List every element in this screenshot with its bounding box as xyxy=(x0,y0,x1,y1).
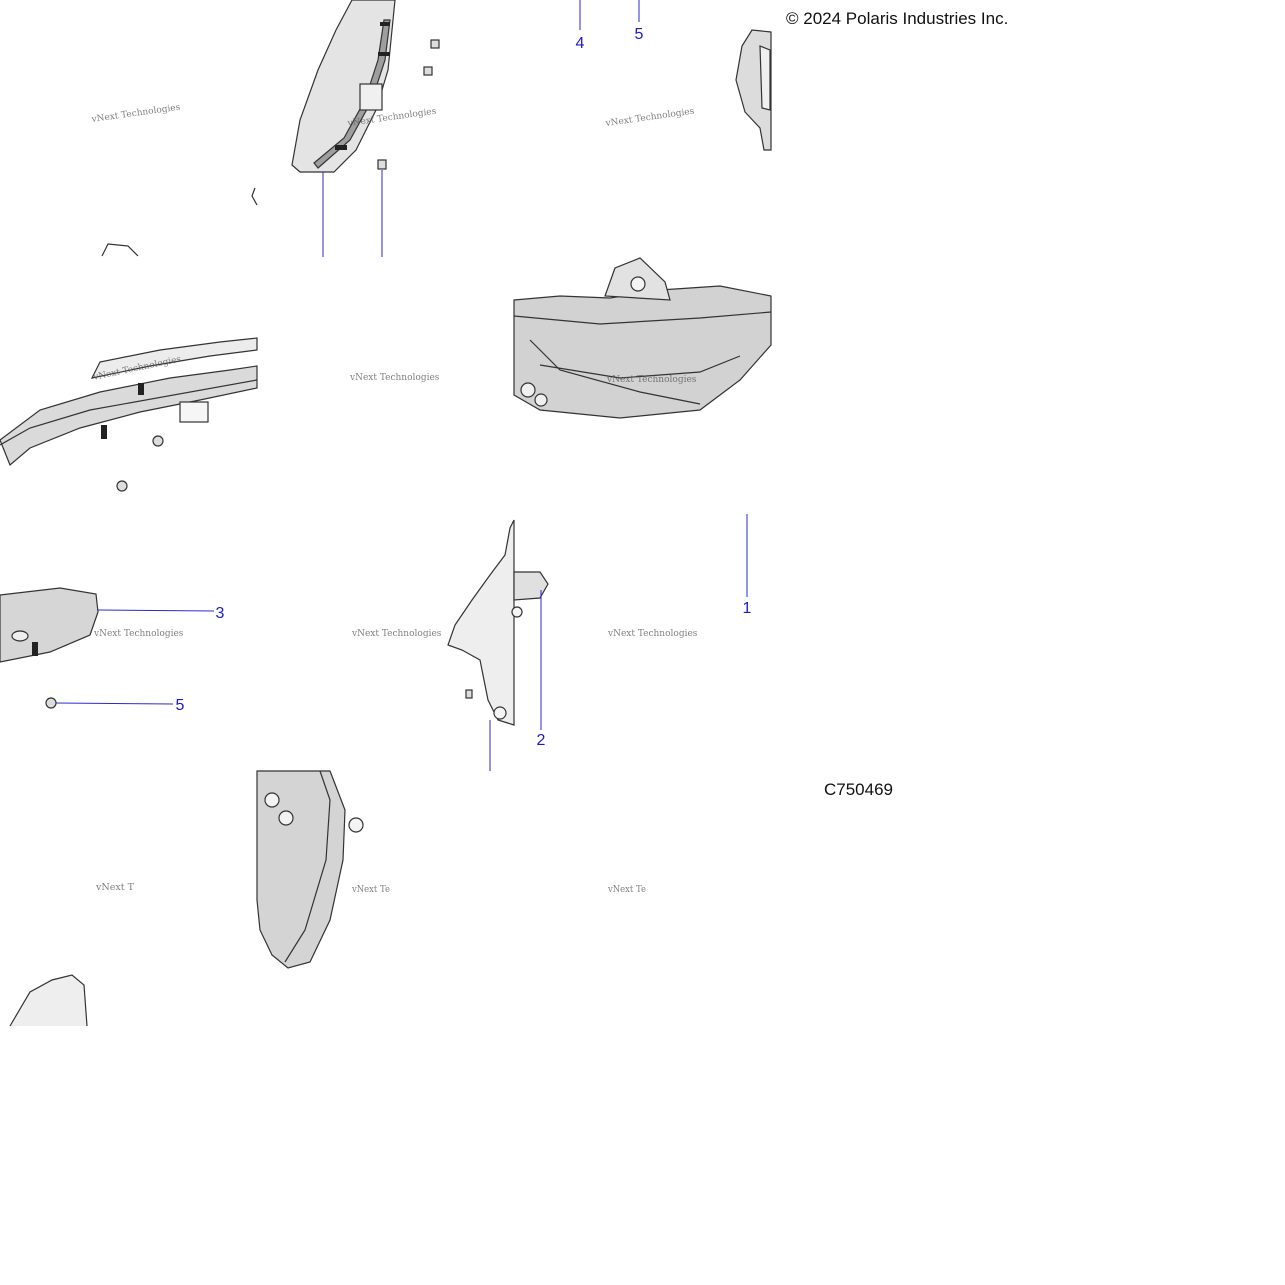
bracket-fragment-part xyxy=(9,974,88,1027)
nut-icon xyxy=(377,39,440,170)
watermark-group: vNext Technologies vNext Technologies vN… xyxy=(90,103,698,895)
watermark: vNext Technologies xyxy=(93,629,184,639)
watermark: vNext T xyxy=(95,883,134,893)
diagram-id: C750469 xyxy=(824,780,894,799)
watermark: vNext Te xyxy=(607,885,646,895)
watermark: vNext Te xyxy=(351,885,390,895)
mounting-bracket-part xyxy=(447,519,549,726)
watermark: vNext Technologies xyxy=(606,375,697,385)
watermark: vNext Technologies xyxy=(90,103,181,126)
callout-5-bottom: 5 xyxy=(176,697,185,714)
part-fragment xyxy=(251,187,258,206)
part-fragment xyxy=(101,243,139,257)
nut-icon xyxy=(45,697,57,709)
callout-3: 3 xyxy=(216,605,225,622)
callout-5-top: 5 xyxy=(635,26,644,43)
callout-4: 4 xyxy=(576,35,585,52)
headlight-lens-side-part xyxy=(0,337,258,466)
nut-icon xyxy=(152,435,164,447)
copyright-notice: © 2024 Polaris Industries Inc. xyxy=(786,9,1009,28)
callout-2: 2 xyxy=(537,732,546,749)
callout-1: 1 xyxy=(743,600,752,617)
leader-line-3 xyxy=(97,609,215,612)
watermark: vNext Technologies xyxy=(607,629,698,639)
mounting-stud-icon xyxy=(335,22,390,150)
headlight-lens-part xyxy=(291,0,396,173)
watermark: vNext Technologies xyxy=(604,107,695,130)
watermark: vNext Technologies xyxy=(351,629,442,639)
headlight-housing-front-part xyxy=(256,770,364,969)
watermark: vNext Technologies xyxy=(349,373,440,383)
leader-line-5-bottom xyxy=(55,702,174,705)
headlight-housing-corner xyxy=(735,29,772,151)
nut-icon xyxy=(116,480,128,492)
headlight-lens-edge-part xyxy=(0,587,99,663)
headlight-housing-assembly xyxy=(513,257,772,419)
